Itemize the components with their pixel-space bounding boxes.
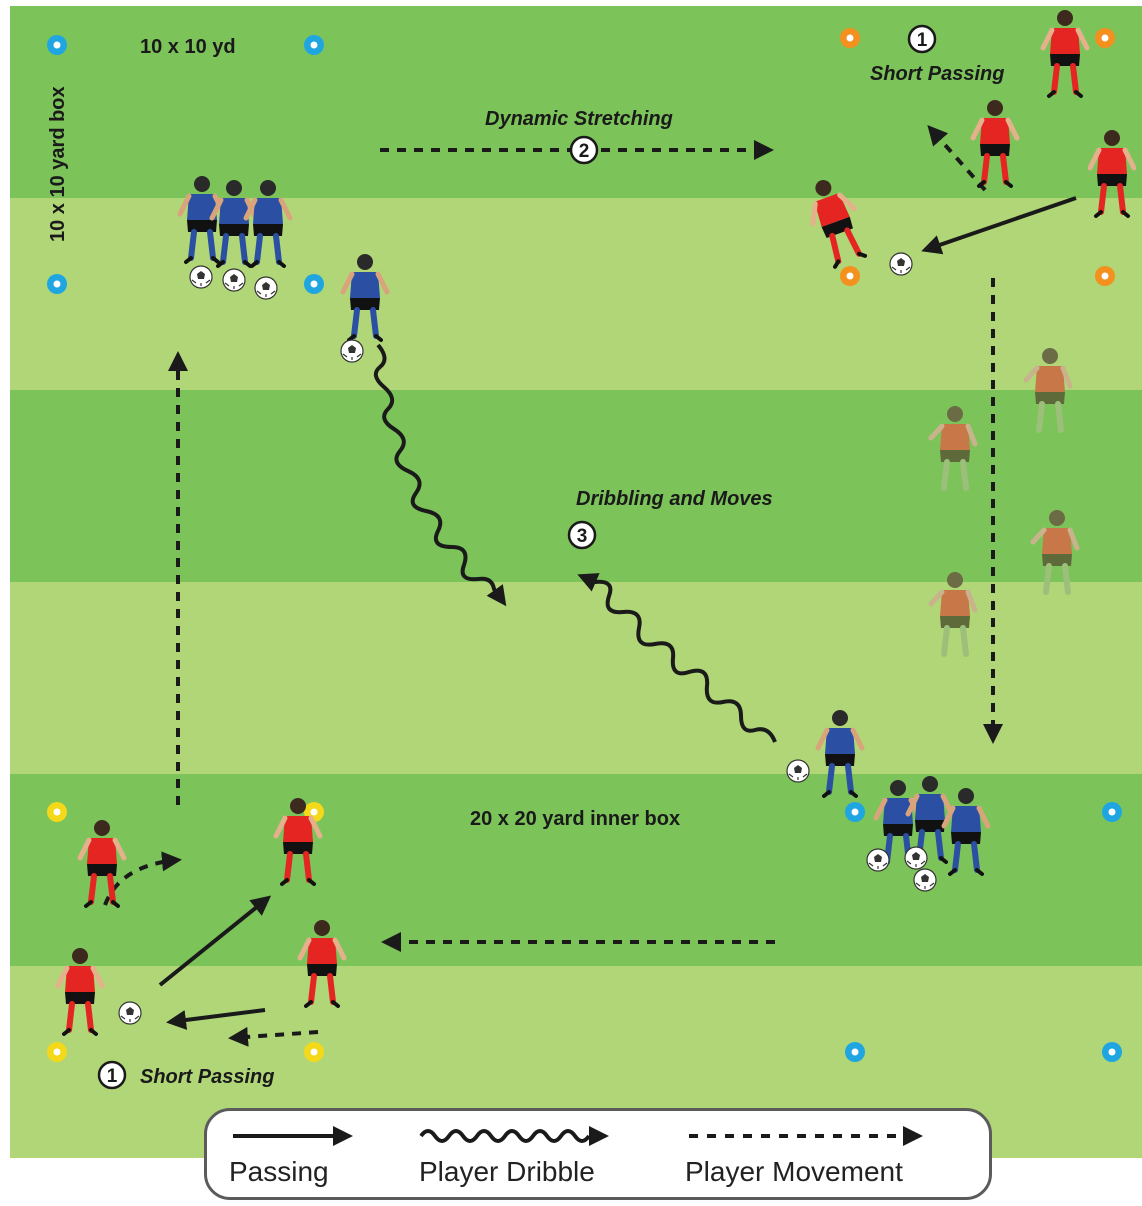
blue-cone-icon [304, 35, 324, 55]
step-badge-1-top: 1 [907, 24, 937, 54]
svg-text:2: 2 [579, 141, 590, 162]
soccer-ball-icon [189, 265, 213, 289]
blue-cone-icon [304, 274, 324, 294]
soccer-ball-icon [904, 846, 928, 870]
dynamic-stretching-label: Dynamic Stretching [485, 108, 673, 130]
dribble-arrow-icon [419, 1126, 609, 1146]
box-size-top-label: 10 x 10 yd [140, 36, 236, 58]
box-side-label: 10 x 10 yard box [47, 86, 69, 242]
passing-arrows [158, 196, 1077, 1030]
svg-text:1: 1 [107, 1066, 118, 1087]
inner-box-label: 20 x 20 yard inner box [470, 808, 680, 830]
short-passing-top-label: Short Passing [870, 63, 1004, 85]
svg-text:3: 3 [577, 526, 588, 547]
blue-cone-icon [845, 1042, 865, 1062]
blue-cone-icon [1102, 1042, 1122, 1062]
orange-cone-icon [1095, 266, 1115, 286]
blue-cone-icon [47, 274, 67, 294]
yellow-cone-icon [47, 1042, 67, 1062]
pass-arrow [166, 1008, 266, 1030]
step-badges: 1 2 3 1 [97, 24, 937, 1090]
legend-movement-label: Player Movement [685, 1156, 903, 1187]
step-badge-2: 2 [569, 135, 599, 165]
orange-cone-icon [840, 266, 860, 286]
svg-text:1: 1 [917, 30, 928, 51]
soccer-ball-icon [866, 848, 890, 872]
movement-arrow [228, 1026, 319, 1047]
legend-passing-label: Passing [229, 1156, 329, 1187]
soccer-ball-icon [889, 252, 913, 276]
soccer-ball-icon [118, 1001, 142, 1025]
blue-cone-icon [845, 802, 865, 822]
blue-cone-icon [1102, 802, 1122, 822]
step-badge-1-bottom: 1 [97, 1060, 127, 1090]
yellow-cone-icon [304, 1042, 324, 1062]
blue-cone-icon [47, 35, 67, 55]
movement-arrow-icon [689, 1126, 923, 1146]
movement-arrow [927, 125, 987, 192]
dribbling-moves-label: Dribbling and Moves [576, 488, 773, 510]
dribble-arrows [373, 343, 777, 743]
soccer-ball-icon [786, 759, 810, 783]
orange-cone-icon [1095, 28, 1115, 48]
legend-dribble-label: Player Dribble [419, 1156, 595, 1187]
passing-arrow-icon [233, 1126, 353, 1146]
movement-arrow [103, 851, 182, 906]
soccer-ball-icon [340, 339, 364, 363]
legend: Passing Player Dribble Player Movement [204, 1108, 992, 1200]
orange-cone-icon [840, 28, 860, 48]
field-labels: 10 x 10 yd 10 x 10 yard box Dynamic Stre… [47, 36, 1004, 1088]
pass-arrow [158, 895, 272, 987]
soccer-ball-icon [254, 276, 278, 300]
pass-arrow [921, 196, 1077, 255]
soccer-ball-icon [222, 268, 246, 292]
short-passing-bottom-label: Short Passing [140, 1066, 274, 1088]
soccer-ball-icon [913, 868, 937, 892]
dribble-arrow [577, 573, 777, 743]
yellow-cone-icon [47, 802, 67, 822]
dribble-arrow [373, 343, 507, 607]
step-badge-3: 3 [567, 520, 597, 550]
